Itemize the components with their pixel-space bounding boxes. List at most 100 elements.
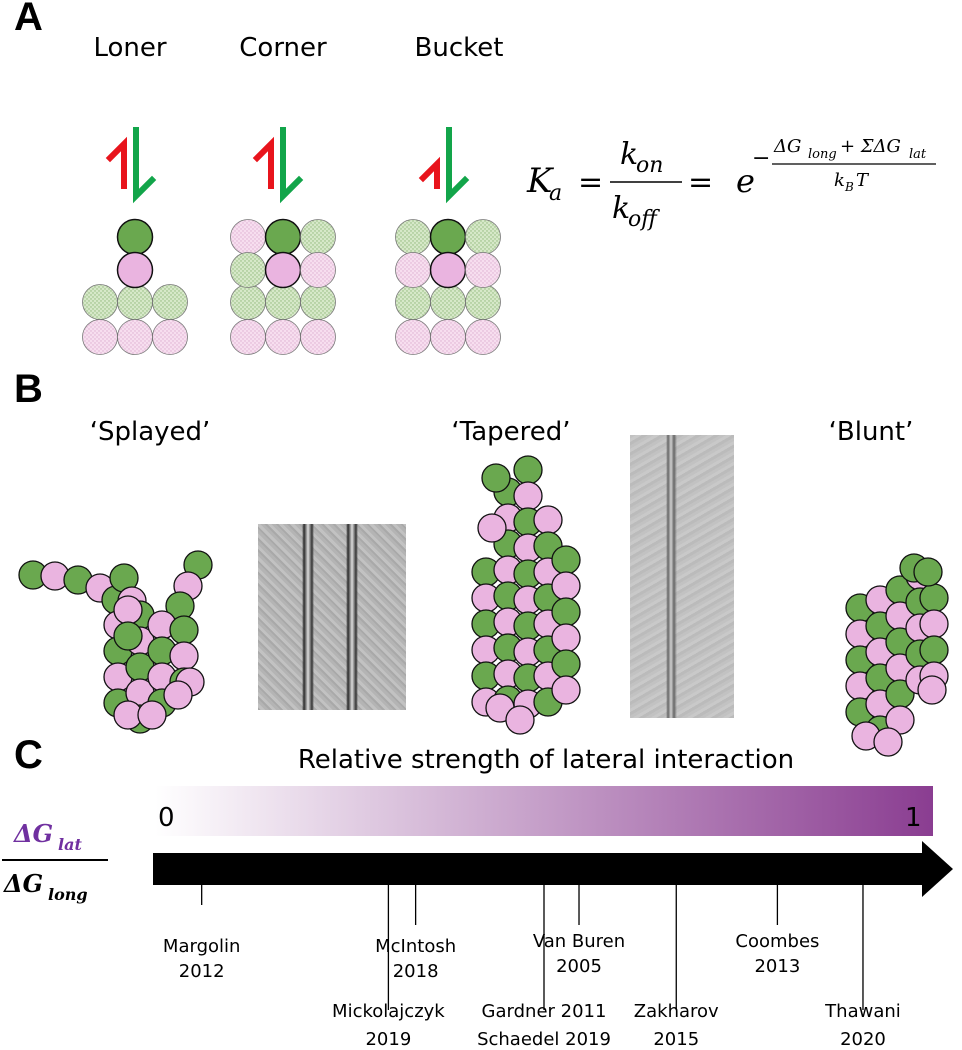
label-tapered: ‘Tapered’: [451, 417, 570, 447]
eq-base-e: e: [736, 162, 755, 200]
bucket-side-green: [465, 219, 501, 255]
eq-k-a-sub: a: [549, 181, 562, 206]
bucket-lattice-green: [395, 284, 431, 320]
bucket-dimer-pink: [429, 251, 467, 289]
bucket-lattice-pink: [465, 319, 501, 355]
eq-t: T: [856, 170, 870, 191]
citation-year: 2018: [393, 961, 439, 982]
bucket-side-pink: [465, 252, 501, 288]
citations: Margolin2012Mickolajczyk2019McIntosh2018…: [163, 876, 901, 1050]
citation-name: Van Buren: [533, 931, 625, 952]
corner-side-pink: [300, 252, 336, 288]
eq-kb: k: [834, 170, 845, 191]
loner-dimer-pink: [116, 251, 154, 289]
tapered-green-subunit: [513, 455, 543, 485]
loner-rate-arrows: [105, 127, 157, 204]
bucket-on-arrow: [446, 127, 470, 204]
panel-letter-a: A: [14, 0, 43, 39]
panel-letter-b: B: [14, 367, 43, 411]
tapered-green-subunit: [551, 545, 581, 575]
loner-lattice-pink: [152, 319, 188, 355]
loner-lattice-green: [117, 284, 153, 320]
scale-arrow: [153, 841, 953, 897]
ratio-denominator: ΔG: [3, 869, 43, 898]
gradient-max: 1: [905, 803, 922, 833]
corner-on-arrow: [280, 127, 304, 204]
blunt-green-subunit: [913, 557, 943, 587]
scale-title: Relative strength of lateral interaction: [298, 745, 794, 775]
tapered-pink-subunit: [505, 705, 535, 735]
citation-name: Margolin: [163, 936, 241, 957]
citation-year: 2013: [754, 956, 800, 977]
em-image-splayed: [258, 524, 406, 710]
citation-name: Thawani: [824, 1001, 901, 1022]
eq-equals-2: =: [688, 165, 713, 200]
citation-year: 2015: [653, 1029, 699, 1050]
citation-year: 2012: [179, 961, 225, 982]
eq-dg-long: ΔG: [773, 136, 801, 157]
splayed-pink-subunit: [137, 700, 167, 730]
eq-equals-1: =: [578, 165, 603, 200]
corner-lattice-green: [230, 284, 266, 320]
eq-k-off-sub: off: [628, 207, 660, 232]
splayed-pink-subunit: [169, 641, 199, 671]
microtubule-tapered: [471, 455, 581, 735]
citation-year: Schaedel 2019: [477, 1029, 611, 1050]
bucket-lattice-pink: [430, 319, 466, 355]
tapered-pink-subunit: [551, 675, 581, 705]
eq-k-a: K: [526, 161, 555, 201]
bucket-off-arrow: [418, 156, 440, 189]
label-bucket: Bucket: [415, 33, 504, 63]
ratio-numerator-sub: lat: [58, 835, 82, 854]
panel-letter-c: C: [14, 733, 43, 777]
corner-side-green: [230, 252, 266, 288]
gradient-min: 0: [158, 803, 175, 833]
citation-name: Coombes: [735, 931, 819, 952]
corner-lattice-green: [265, 284, 301, 320]
tapered-pink-subunit: [533, 505, 563, 535]
label-splayed: ‘Splayed’: [90, 417, 211, 447]
citation-name: McIntosh: [375, 936, 456, 957]
blunt-pink-subunit: [919, 609, 949, 639]
splayed-green-subunit: [169, 615, 199, 645]
blunt-pink-subunit: [917, 675, 947, 705]
corner-dimer-green: [264, 218, 302, 256]
corner-lattice-pink: [300, 319, 336, 355]
tapered-green-subunit: [551, 649, 581, 679]
corner-side-green: [300, 219, 336, 255]
blunt-pink-subunit: [873, 727, 903, 757]
bucket-lattice-green: [430, 284, 466, 320]
blunt-green-subunit: [919, 635, 949, 665]
ratio-label: ΔG lat ΔG long: [2, 819, 108, 904]
loner-lattice-pink: [117, 319, 153, 355]
citation-name: Zakharov: [634, 1001, 719, 1022]
equilibrium-equation: K a = k on k off = e − ΔG long + ΣΔG lat…: [526, 136, 936, 232]
bucket-dimer-green: [429, 218, 467, 256]
eq-dg-lat: + ΣΔG: [840, 136, 901, 157]
label-blunt: ‘Blunt’: [829, 417, 914, 447]
citation-year: 2020: [840, 1029, 886, 1050]
ratio-numerator: ΔG: [13, 819, 53, 848]
eq-kb-sub: B: [844, 180, 854, 194]
citation-name: Gardner 2011: [482, 1001, 607, 1022]
em-image-tapered: [630, 435, 734, 718]
loner-off-arrow: [105, 136, 127, 189]
label-loner: Loner: [93, 33, 166, 63]
loner-on-arrow: [133, 127, 157, 204]
citation-year: 2019: [365, 1029, 411, 1050]
bucket-lattice-pink: [395, 319, 431, 355]
tapered-pink-subunit: [477, 513, 507, 543]
label-corner: Corner: [239, 33, 327, 63]
tapered-pink-subunit: [551, 571, 581, 601]
loner-lattice-pink: [82, 319, 118, 355]
blunt-green-subunit: [919, 583, 949, 613]
corner-lattice-pink: [265, 319, 301, 355]
microtubule-blunt: [845, 553, 949, 757]
tapered-pink-subunit: [551, 623, 581, 653]
corner-side-pink: [230, 219, 266, 255]
splayed-pink-subunit: [113, 595, 143, 625]
eq-minus: −: [752, 146, 770, 171]
ratio-denominator-sub: long: [48, 885, 88, 904]
